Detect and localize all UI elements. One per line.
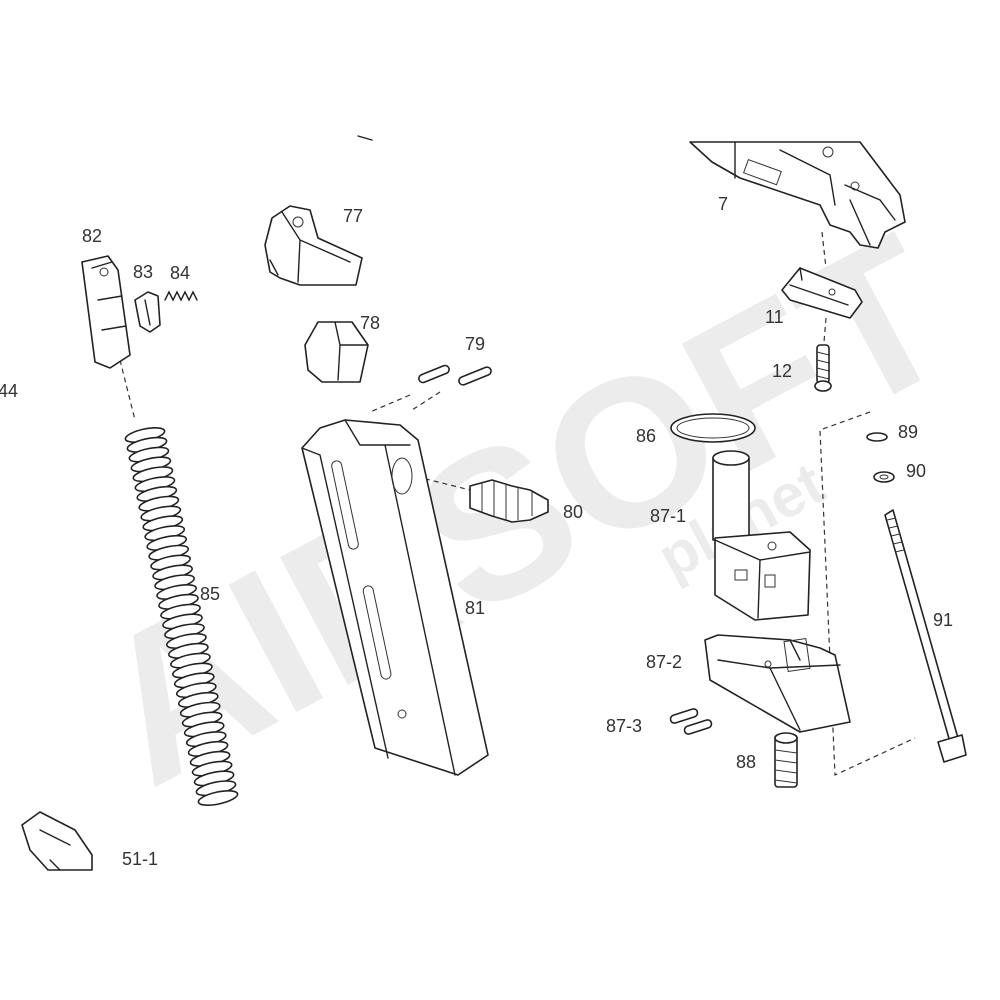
- label-part-90: 90: [906, 461, 926, 481]
- part-82-follower: [81, 255, 131, 369]
- label-part-89: 89: [898, 422, 918, 442]
- label-part-85: 85: [200, 584, 220, 604]
- part-87-3-pins: [669, 708, 713, 735]
- part-77-hammer: [264, 205, 363, 286]
- spring-coil: [197, 790, 239, 806]
- part-7-slide: [689, 141, 906, 249]
- label-part-77: 77: [343, 206, 363, 226]
- label-part-82: 82: [82, 226, 102, 246]
- label-part-84: 84: [170, 263, 190, 283]
- label-part-7: 7: [718, 194, 728, 214]
- label-part-51-1: 51-1: [122, 849, 158, 869]
- part-11-block: [781, 267, 863, 319]
- part-85-spring: [124, 427, 239, 806]
- label-part-44: 44: [0, 381, 18, 401]
- part-83-catch: [134, 291, 161, 333]
- part-51-1-partial: [21, 811, 93, 871]
- part-90-washer: [873, 471, 895, 483]
- part-91-long-screw: [884, 509, 967, 763]
- label-part-81: 81: [465, 598, 485, 618]
- label-part-12: 12: [772, 361, 792, 381]
- label-part-86: 86: [636, 426, 656, 446]
- part-78-block: [304, 321, 369, 383]
- part-87-2-base: [704, 634, 851, 733]
- label-part-87-3: 87-3: [606, 716, 642, 736]
- label-part-79: 79: [465, 334, 485, 354]
- part-86-o-ring: [670, 413, 756, 443]
- part-labels: 7 11 12 44 51-1 77 78 79 80 81 82 83 84 …: [0, 194, 953, 869]
- label-part-80: 80: [563, 502, 583, 522]
- partial-mark-top: [357, 135, 373, 141]
- label-part-11: 11: [765, 307, 784, 327]
- label-part-87-1: 87-1: [650, 506, 686, 526]
- label-part-88: 88: [736, 752, 756, 772]
- part-79-pins: [418, 364, 492, 386]
- part-12-screw: [814, 344, 832, 392]
- label-part-78: 78: [360, 313, 380, 333]
- part-81-magazine: [301, 419, 489, 776]
- part-89-washer: [866, 432, 888, 442]
- label-part-87-2: 87-2: [646, 652, 682, 672]
- part-87-1-valve-body: [712, 450, 811, 621]
- part-80-valve: [469, 479, 549, 523]
- label-part-91: 91: [933, 610, 953, 630]
- label-part-83: 83: [133, 262, 153, 282]
- part-88-nozzle: [774, 732, 798, 788]
- part-84-spring: [164, 290, 198, 302]
